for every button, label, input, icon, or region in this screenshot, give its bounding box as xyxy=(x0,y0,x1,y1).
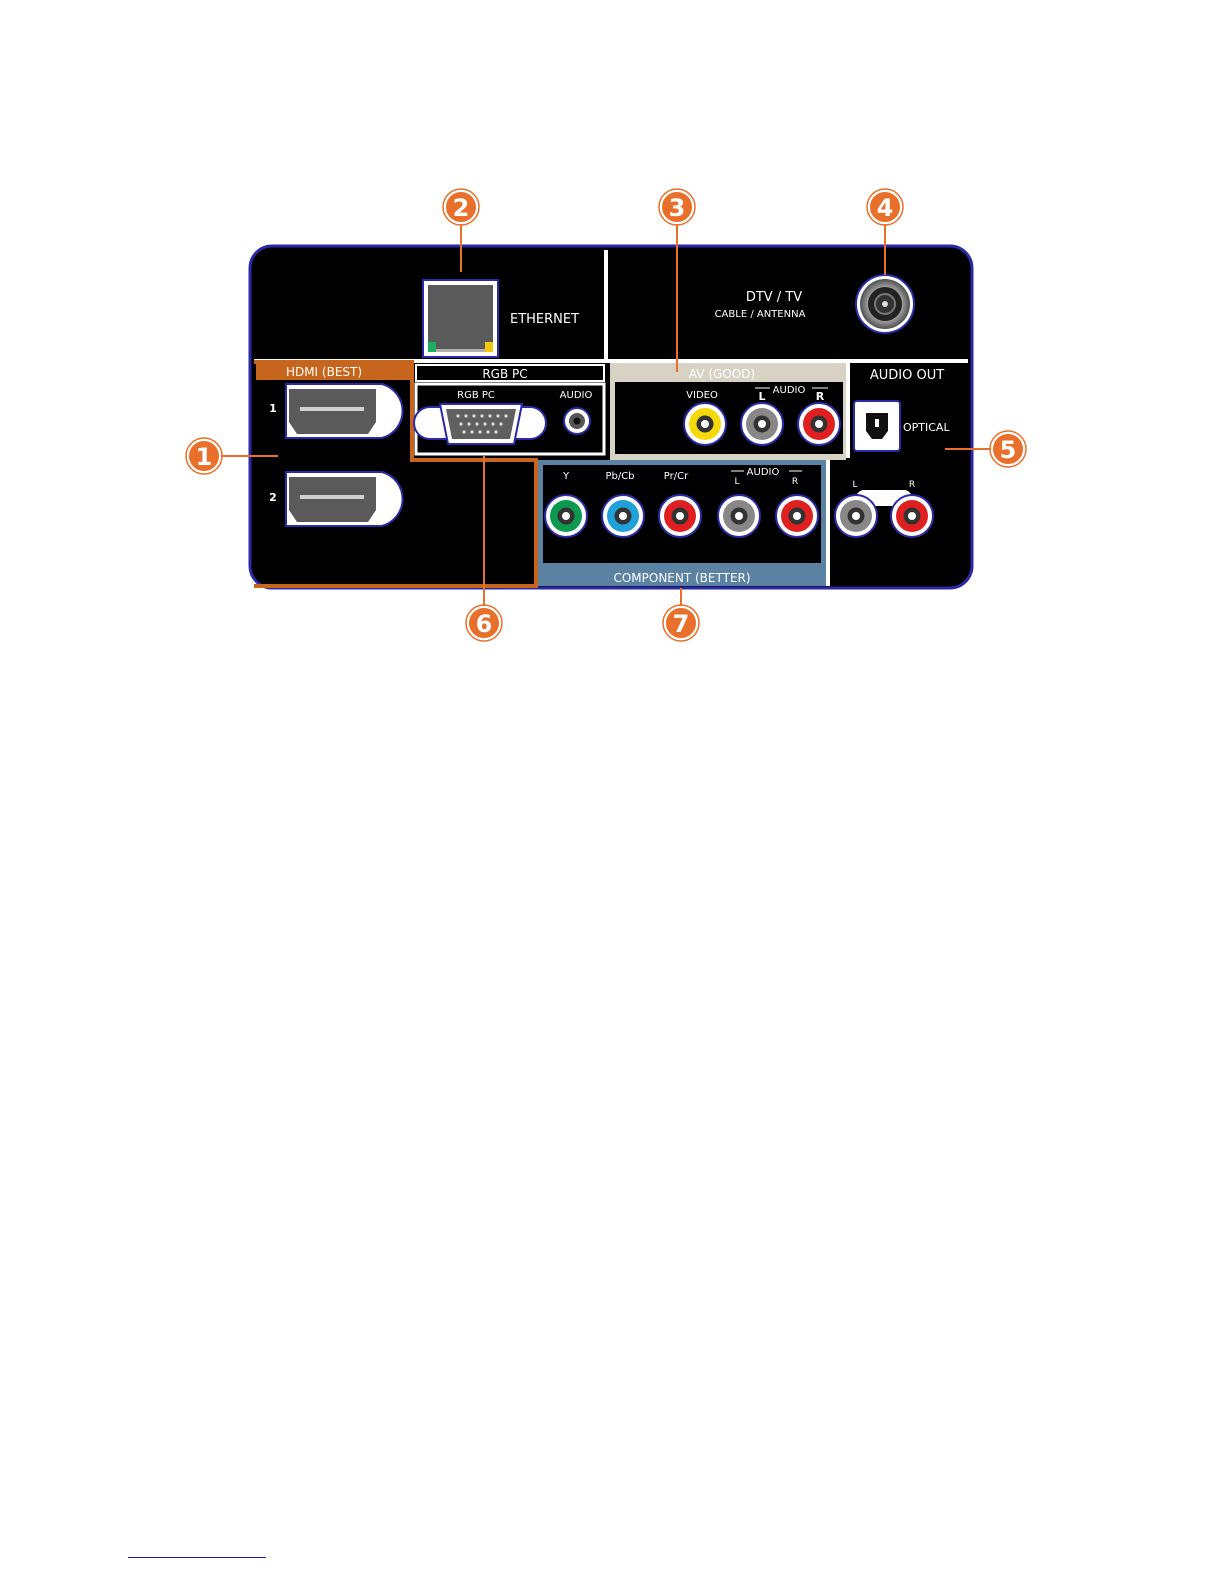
av-video-jack-icon xyxy=(684,403,726,445)
audio-out-right-jack-icon xyxy=(891,495,933,537)
callout-3-badge: 3 xyxy=(659,189,695,225)
optical-label: OPTICAL xyxy=(903,421,950,434)
hdmi-port-2-label: 2 xyxy=(269,491,277,504)
rgb-audio-label: AUDIO xyxy=(560,390,593,401)
audio-out-header: AUDIO OUT xyxy=(870,368,944,383)
component-audio-right-jack-icon xyxy=(776,495,818,537)
av-audio-right-jack-icon xyxy=(798,403,840,445)
callout-4-badge: 4 xyxy=(867,189,903,225)
component-audio-left-jack-icon xyxy=(718,495,760,537)
component-pr-label: Pr/Cr xyxy=(664,471,689,482)
callout-5-badge: 5 xyxy=(990,431,1026,467)
component-audio-label: AUDIO xyxy=(747,467,780,478)
component-y-label: Y xyxy=(562,471,570,482)
av-section: AV (GOOD) VIDEO AUDIO L R xyxy=(610,363,846,460)
optical-port-icon xyxy=(854,401,900,451)
callout-1-number: 1 xyxy=(196,443,213,471)
dtv-title: DTV / TV xyxy=(746,290,802,305)
av-audio-label: AUDIO xyxy=(773,385,806,396)
callout-4-number: 4 xyxy=(877,194,894,222)
av-video-label: VIDEO xyxy=(686,390,718,401)
component-pb-jack-icon xyxy=(602,495,644,537)
dtv-subtitle: CABLE / ANTENNA xyxy=(715,309,806,320)
vga-port-icon xyxy=(414,404,546,444)
component-right-label: R xyxy=(792,477,798,487)
vga-label: RGB PC xyxy=(457,390,495,401)
av-header: AV (GOOD) xyxy=(689,367,755,381)
component-y-jack-icon xyxy=(545,495,587,537)
audio-out-right-label: R xyxy=(909,480,915,490)
pc-audio-jack-icon xyxy=(564,408,590,434)
av-left-label: L xyxy=(758,390,765,403)
coax-jack-icon xyxy=(856,275,914,333)
rgb-pc-header: RGB PC xyxy=(482,367,527,381)
rgb-pc-section: RGB PC RGB PC AUDIO xyxy=(414,365,604,454)
callout-6-badge: 6 xyxy=(466,605,502,641)
callout-1-badge: 1 xyxy=(186,438,222,474)
callout-7-badge: 7 xyxy=(663,605,699,641)
hdmi-port-1-icon xyxy=(286,384,403,438)
component-pr-jack-icon xyxy=(659,495,701,537)
component-header: COMPONENT (BETTER) xyxy=(613,571,750,585)
callout-2-badge: 2 xyxy=(443,189,479,225)
callout-6-number: 6 xyxy=(476,610,493,638)
audio-out-left-jack-icon xyxy=(835,495,877,537)
ethernet-label: ETHERNET xyxy=(510,312,579,327)
component-section: COMPONENT (BETTER) Y Pb/Cb Pr/Cr AUDIO L… xyxy=(538,460,826,586)
callout-7-number: 7 xyxy=(673,610,690,638)
hdmi-port-1-label: 1 xyxy=(269,402,277,415)
footnote-divider xyxy=(128,1557,266,1558)
component-left-label: L xyxy=(734,477,739,487)
av-audio-left-jack-icon xyxy=(741,403,783,445)
callout-5-number: 5 xyxy=(1000,436,1017,464)
component-pb-label: Pb/Cb xyxy=(605,471,634,482)
av-right-label: R xyxy=(816,390,825,403)
hdmi-port-2-icon xyxy=(286,472,403,526)
callout-3-number: 3 xyxy=(669,194,686,222)
audio-out-left-label: L xyxy=(852,480,857,490)
hdmi-header: HDMI (BEST) xyxy=(286,365,362,379)
callout-2-number: 2 xyxy=(453,194,470,222)
